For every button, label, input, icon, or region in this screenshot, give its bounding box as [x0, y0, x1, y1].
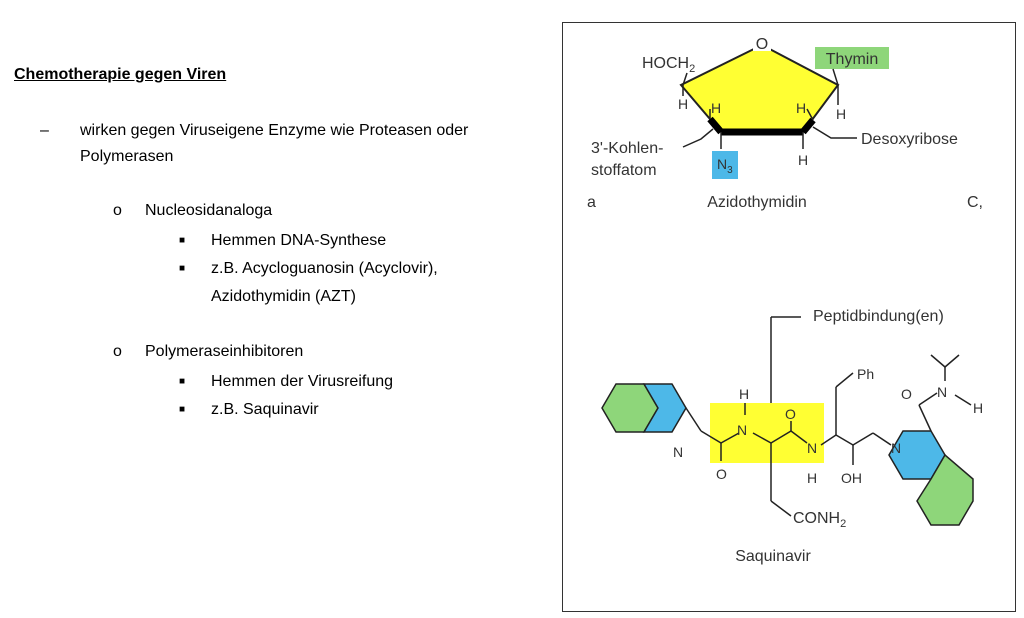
conh2-label: CONH2 [793, 510, 846, 530]
list-item-text: z.B. Saquinavir [211, 401, 319, 418]
amide-hydrogen: H [973, 400, 983, 416]
thymin-label: Thymin [826, 51, 878, 68]
ring-oxygen: O [756, 36, 768, 53]
structure-figure: O Thymin HOCH2 H H H H H N3 3'-Kohlen- s… [562, 22, 1016, 612]
page-heading: Chemotherapie gegen Viren [14, 66, 227, 83]
panel-label-c: C, [967, 194, 983, 211]
list-item-text: Azidothymidin (AZT) [211, 288, 356, 305]
ring-nitrogen: N [673, 444, 683, 460]
circle-marker: o [113, 343, 122, 360]
hydrogen-label: H [711, 100, 721, 116]
square-marker: ■ [179, 235, 186, 246]
sub-bullet-label: Polymeraseinhibitoren [145, 343, 304, 360]
amide-nitrogen: N [737, 422, 747, 438]
ring-bold-edge-left [707, 116, 724, 135]
square-marker: ■ [179, 263, 186, 274]
phenyl-label: Ph [857, 366, 874, 382]
list-item-text: Hemmen DNA-Synthese [211, 232, 387, 249]
hydrogen-label: H [836, 106, 846, 122]
azide-label: N3 [717, 156, 733, 176]
thymin-highlight [815, 47, 889, 69]
main-bullet-text: wirken gegen Viruseigene Enzyme wie Prot… [80, 122, 469, 165]
ring-bold-edge-right [800, 117, 816, 135]
sub-bullet-label: Nucleosidanaloga [145, 202, 273, 219]
ring-oxygen-bg [753, 35, 771, 51]
list-item-text: z.B. Acycloguanosin (Acyclovir), [211, 260, 438, 277]
amide-nitrogen: N [937, 384, 947, 400]
ribose-ring [679, 43, 840, 133]
carbonyl-oxygen: O [901, 386, 912, 402]
carbonyl-oxygen: O [716, 466, 727, 482]
ring-nitrogen: N [891, 440, 901, 456]
kohlen-label-2: stoffatom [591, 162, 657, 179]
list-item-text: Hemmen der Virusreifung [211, 373, 394, 390]
peptide-highlight [710, 403, 824, 463]
azt-name: Azidothymidin [707, 194, 807, 211]
circle-marker: o [113, 202, 122, 219]
hydrogen-label: H [798, 152, 808, 168]
amide-hydrogen: H [807, 470, 817, 486]
carbonyl-oxygen: O [785, 406, 796, 422]
square-marker: ■ [179, 404, 186, 415]
hydrogen-label: H [678, 96, 688, 112]
peptid-label: Peptidbindung(en) [813, 308, 944, 325]
square-marker: ■ [179, 376, 186, 387]
kohlen-label: 3'-Kohlen- [591, 140, 663, 157]
panel-label-a: a [587, 194, 596, 211]
hoch2-label: HOCH2 [642, 55, 695, 75]
desoxyribose-label: Desoxyribose [861, 131, 958, 148]
amide-nitrogen: N [807, 440, 817, 456]
azide-highlight [712, 151, 738, 179]
structure-figure-svg: O Thymin HOCH2 H H H H H N3 3'-Kohlen- s… [587, 35, 983, 565]
saquinavir-name: Saquinavir [735, 548, 811, 565]
hydroxyl-label: OH [841, 470, 862, 486]
pyridine-ring [642, 383, 687, 433]
dash-marker: – [40, 122, 49, 139]
hydrogen-label: H [796, 100, 806, 116]
amide-hydrogen: H [739, 386, 749, 402]
cyclohexane-ring [916, 453, 974, 526]
